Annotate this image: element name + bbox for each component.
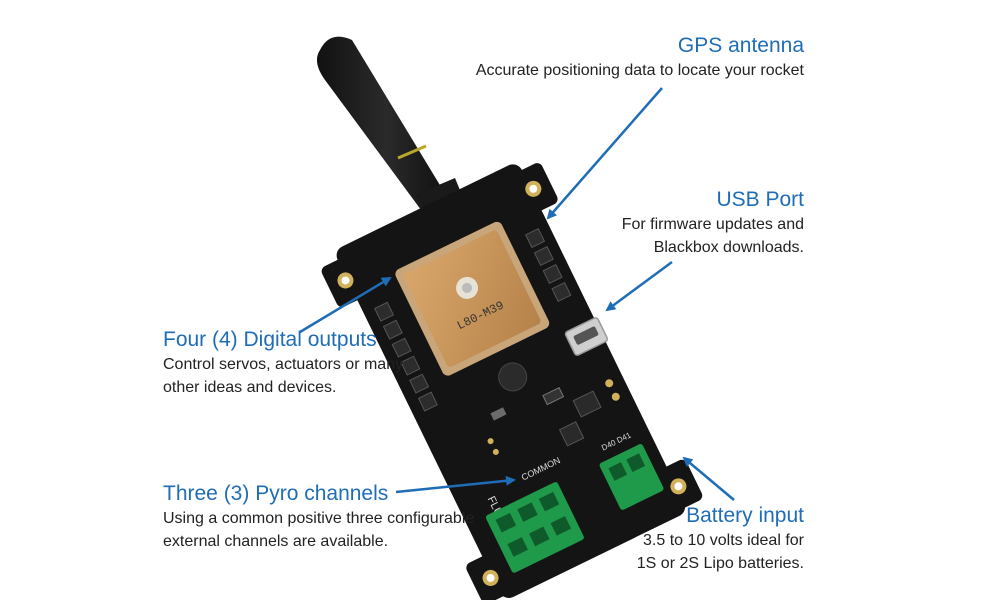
usb-callout-desc-line2: Blackbox downloads. xyxy=(653,239,804,256)
gps-callout-desc: Accurate positioning data to locate your… xyxy=(475,62,804,79)
battery-callout-desc-line2: 1S or 2S Lipo batteries. xyxy=(636,555,804,572)
pyro-callout: Three (3) Pyro channels Using a common p… xyxy=(163,481,543,553)
battery-callout: Battery input 3.5 to 10 volts ideal for … xyxy=(544,503,804,575)
gps-arrow xyxy=(546,87,663,220)
gps-callout: GPS antenna Accurate positioning data to… xyxy=(384,33,804,82)
gps-callout-title: GPS antenna xyxy=(677,34,804,57)
battery-terminal-block xyxy=(599,444,664,510)
digital-callout-desc-line1: Control servos, actuators or many xyxy=(163,356,404,373)
usb-port xyxy=(564,317,609,356)
pyro-terminal-block xyxy=(485,482,584,573)
digital-callout-desc-line2: other ideas and devices. xyxy=(163,379,337,396)
usb-callout: USB Port For firmware updates and Blackb… xyxy=(524,187,804,259)
pyro-callout-title: Three (3) Pyro channels xyxy=(163,482,389,505)
usb-arrow xyxy=(605,260,673,312)
digital-callout-title: Four (4) Digital outputs xyxy=(163,328,377,351)
pyro-arrow xyxy=(395,475,516,494)
pcb-board: L80-M39 FLUCTUS COMMON D40 D41 xyxy=(321,163,703,600)
pyro-callout-desc-line2: external channels are available. xyxy=(163,533,389,550)
digital-arrow xyxy=(299,276,392,334)
battery-callout-desc-line1: 3.5 to 10 volts ideal for xyxy=(643,532,804,549)
usb-callout-desc-line1: For firmware updates and xyxy=(621,216,804,233)
digital-callout: Four (4) Digital outputs Control servos,… xyxy=(163,327,483,399)
battery-callout-title: Battery input xyxy=(686,504,804,527)
battery-arrow xyxy=(682,456,735,501)
gps-module: L80-M39 xyxy=(395,221,550,376)
usb-callout-title: USB Port xyxy=(716,188,804,211)
pyro-callout-desc-line1: Using a common positive three configurab… xyxy=(163,510,475,527)
